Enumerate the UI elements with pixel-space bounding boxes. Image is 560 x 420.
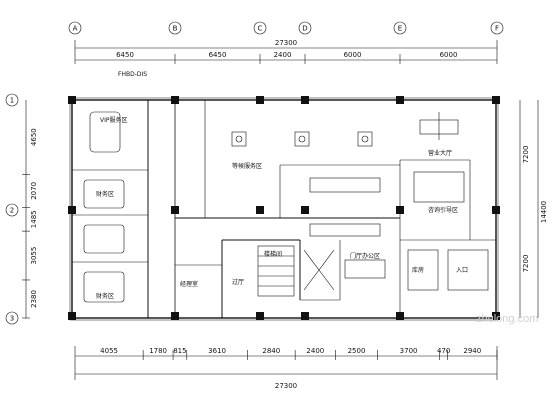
bottom-dim-label: 470 [437,347,450,355]
left-dim-label: 2380 [30,290,38,308]
top-dim-label: 6000 [344,51,362,59]
overall-width-bottom: 27300 [275,382,297,390]
axis-row-labels: 1 2 3 [10,97,14,323]
overall-height: 14400 [540,201,548,223]
top-dim-label: 6000 [440,51,458,59]
left-dim-label: 1485 [30,210,38,228]
right-dim-label: 7200 [522,255,530,273]
bottom-dim-label: 4055 [100,347,118,355]
bottom-dim-label: 2840 [262,347,280,355]
bottom-dim-label: 3610 [208,347,226,355]
left-dimensions: 4650 2070 1485 3055 2380 [22,128,38,319]
left-dim-label: 3055 [30,247,38,265]
top-dim-label: 6450 [209,51,227,59]
room-label-office: 门厅办公区 [350,252,380,260]
left-dim-label: 2070 [30,182,38,200]
axis-column-label: D [302,25,307,33]
bottom-dim-label: 2500 [348,347,366,355]
top-dimensions: 6450 6450 2400 6000 6000 [116,51,457,59]
top-dim-label: 2400 [274,51,292,59]
bottom-dim-label: 2940 [463,347,481,355]
room-label-lobby: 过厅 [232,278,244,286]
axis-column-label: E [398,25,402,33]
top-dim-label: 6450 [116,51,134,59]
room-label-entry: 入口 [456,267,468,274]
right-dim-label: 7200 [522,146,530,164]
bottom-dimensions: 4055 1780 815 3610 2840 2400 2500 3700 470 2940 [100,347,498,360]
room-label-guide: 咨询引导区 [428,206,458,214]
room-label-finance-1: 财务区 [96,190,114,198]
room-label-waiting: 等候服务区 [232,162,262,170]
left-dim-label: 4650 [30,128,38,146]
pipe-label: FHBD-DIS [118,71,147,78]
room-label-storage: 库房 [412,266,424,274]
bottom-dim-label: 815 [173,347,186,355]
axis-column-label: C [258,25,263,33]
bottom-dim-label: 2400 [306,347,324,355]
room-label-finance-2: 财务区 [96,292,114,300]
axis-column-label: F [495,25,499,33]
axis-column-label: A [73,25,78,33]
room-label-manager: 经理室 [180,280,198,288]
room-label-hall: 营业大厅 [428,149,452,157]
watermark-text: zhulong.com [476,313,538,325]
axis-row-label: 1 [10,97,14,105]
axis-column-label: B [173,25,178,33]
bottom-dim-label: 1780 [149,347,167,355]
overall-width-top: 27300 [275,39,297,47]
bottom-dim-label: 3700 [400,347,418,355]
axis-row-label: 2 [10,207,14,215]
right-dimensions: 7200 7200 [522,146,530,273]
axis-column-labels: A B C D E F [73,25,499,33]
room-label-vip: VIP服务区 [100,116,128,124]
axis-row-label: 3 [10,315,14,323]
room-label-stair: 楼梯间 [264,250,282,258]
